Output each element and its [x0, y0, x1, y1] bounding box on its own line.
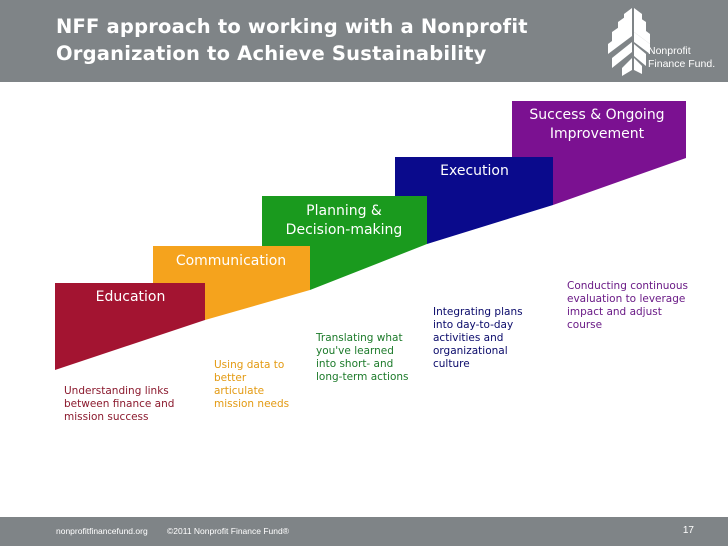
logo-wordmark-line2: Finance Fund. — [648, 58, 716, 70]
step-planning — [262, 196, 427, 290]
header-bar: NFF approach to working with a Nonprofit… — [0, 0, 728, 82]
page-number: 17 — [682, 525, 694, 536]
logo-wordmark: Nonprofit Finance Fund. — [648, 45, 715, 71]
step-description-planning: Translating what you've learned into sho… — [316, 332, 409, 383]
step-description-communication: Using data to better articulate mission … — [214, 359, 290, 410]
step-description-execution: Integrating plans into day-to-day activi… — [433, 306, 523, 370]
step-description-education: Understanding links between finance and … — [64, 385, 175, 423]
step-label-success: Success & Ongoing Improvement — [529, 107, 665, 142]
footer-url: nonprofitfinancefund.org — [56, 526, 148, 536]
footer-bar: nonprofitfinancefund.org ©2011 Nonprofit… — [0, 517, 728, 546]
step-execution — [395, 157, 553, 244]
step-description-success: Conducting continuous evaluation to leve… — [567, 280, 688, 331]
step-label-execution: Execution — [440, 163, 509, 179]
footer-copyright: ©2011 Nonprofit Finance Fund® — [167, 526, 289, 536]
slide-title: NFF approach to working with a Nonprofit… — [56, 15, 528, 65]
step-communication — [153, 246, 310, 320]
step-label-education: Education — [95, 289, 166, 305]
nff-logo-icon — [608, 8, 650, 76]
step-label-communication: Communication — [175, 253, 287, 269]
logo-wordmark-line1: Nonprofit — [648, 45, 691, 57]
step-success — [512, 101, 686, 205]
step-label-planning: Planning & Decision-making — [285, 203, 403, 238]
step-education — [55, 283, 205, 370]
